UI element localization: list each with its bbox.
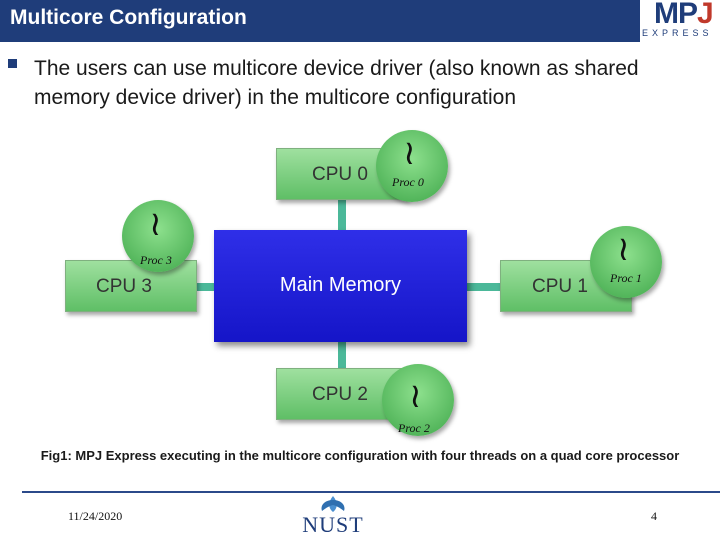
cpu-3-label: CPU 3 <box>96 276 152 297</box>
connector-cpu3-memory <box>195 283 215 291</box>
connector-cpu1-memory <box>467 283 500 291</box>
proc-2-thread-circle <box>382 364 454 436</box>
main-memory-label: Main Memory <box>279 274 402 296</box>
proc-3-label: Proc 3 <box>140 253 172 267</box>
connector-cpu2-memory <box>338 342 346 368</box>
footer-date: 11/24/2020 <box>68 509 123 523</box>
logo-main-text: MPJ <box>654 0 714 30</box>
nust-emblem-icon <box>321 496 345 512</box>
nust-logo: NUST <box>298 494 368 538</box>
cpu-3-box <box>65 260 197 312</box>
cpu-0-label: CPU 0 <box>312 164 368 185</box>
connector-cpu0-memory <box>338 198 346 231</box>
thread-1-icon: ≀ <box>617 229 630 269</box>
thread-3-icon: ≀ <box>149 204 162 244</box>
proc-3-thread-circle <box>122 200 194 272</box>
proc-2-label: Proc 2 <box>398 421 430 435</box>
proc-1-thread-circle <box>590 226 662 298</box>
proc-0-label: Proc 0 <box>392 175 424 189</box>
nust-logo-text: NUST <box>302 512 364 537</box>
main-memory-box: Main Memory <box>214 230 467 342</box>
title-bar: Multicore Configuration <box>0 0 640 42</box>
thread-2-icon: ≀ <box>409 376 422 416</box>
bullet-square-icon <box>8 59 17 68</box>
thread-0-icon: ≀ <box>403 133 416 173</box>
proc-1-label: Proc 1 <box>610 271 642 285</box>
slide-title: Multicore Configuration <box>10 6 247 29</box>
cpu-1-label: CPU 1 <box>532 276 588 297</box>
cpu-2-label: CPU 2 <box>312 384 368 405</box>
logo-sub-text: EXPRESS <box>642 28 713 38</box>
mpj-express-logo: MPJ EXPRESS <box>640 0 720 42</box>
footer-divider <box>22 491 720 493</box>
figure-caption: Fig1: MPJ Express executing in the multi… <box>40 448 680 463</box>
bullet-text: The users can use multicore device drive… <box>34 57 639 109</box>
proc-0-thread-circle <box>376 130 448 202</box>
page-number: 4 <box>651 509 657 523</box>
